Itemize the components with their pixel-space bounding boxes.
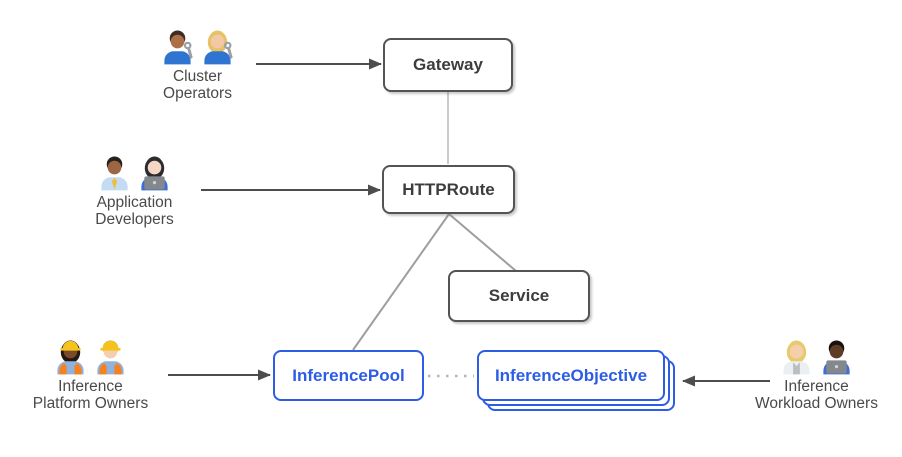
persona-cluster-operators-label: Cluster Operators xyxy=(125,68,270,102)
woman-construction-worker-icon xyxy=(57,340,84,375)
man-technologist-icon xyxy=(823,340,850,375)
persona-icons-application-developers xyxy=(62,151,207,191)
node-httproute-label: HTTPRoute xyxy=(402,179,495,199)
edge-httproute-inferencepool xyxy=(352,213,450,351)
persona-label-line: Developers xyxy=(95,211,174,228)
node-inference-objective: InferenceObjective xyxy=(477,350,665,401)
persona-icons-inference-workload-owners xyxy=(744,335,889,375)
woman-technologist-icon xyxy=(141,156,168,191)
persona-application-developers-label: Application Developers xyxy=(62,194,207,228)
persona-label-line: Inference xyxy=(58,378,123,395)
persona-label-line: Inference xyxy=(784,378,849,395)
persona-icons-inference-platform-owners xyxy=(18,335,163,375)
persona-application-developers: Application Developers xyxy=(62,151,207,228)
node-inference-pool-label: InferencePool xyxy=(292,365,405,385)
persona-cluster-operators: Cluster Operators xyxy=(125,25,270,102)
persona-label-line: Cluster xyxy=(172,68,223,85)
health-worker-icon xyxy=(783,340,810,375)
woman-mechanic-icon xyxy=(204,30,233,65)
persona-inference-workload-owners: Inference Workload Owners xyxy=(744,335,889,412)
man-mechanic-icon xyxy=(164,30,193,65)
node-gateway: Gateway xyxy=(383,38,513,92)
node-inference-pool: InferencePool xyxy=(273,350,424,401)
persona-inference-platform-owners: Inference Platform Owners xyxy=(18,335,163,412)
persona-icons-cluster-operators xyxy=(125,25,270,65)
persona-label-line: Workload Owners xyxy=(755,395,878,412)
node-inference-objective-label: InferenceObjective xyxy=(494,365,648,385)
node-httproute: HTTPRoute xyxy=(382,165,515,214)
node-service-label: Service xyxy=(488,286,550,305)
persona-label-line: Operators xyxy=(163,85,232,102)
persona-label-line: Application xyxy=(96,194,173,211)
man-office-worker-icon xyxy=(101,156,128,191)
edge-httproute-service xyxy=(448,213,517,272)
man-construction-worker-icon xyxy=(97,340,124,375)
node-gateway-label: Gateway xyxy=(413,55,483,74)
persona-label-line: Platform Owners xyxy=(32,395,149,412)
persona-inference-platform-owners-label: Inference Platform Owners xyxy=(18,378,163,412)
node-service: Service xyxy=(448,270,590,322)
persona-inference-workload-owners-label: Inference Workload Owners xyxy=(744,378,889,412)
